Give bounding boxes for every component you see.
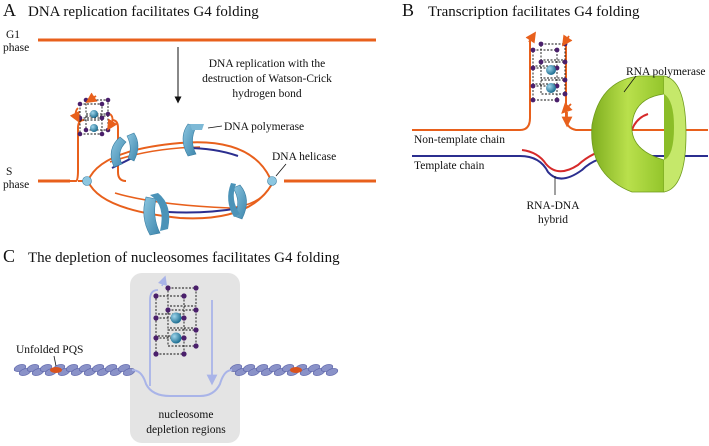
panel-a: A DNA replication facilitates G4 folding…: [3, 0, 376, 236]
nucleosome-array-left: [13, 364, 136, 376]
panel-c: C The depletion of nucleosomes facilitat…: [3, 246, 340, 443]
hybrid-label-1: RNA-DNA: [526, 200, 580, 212]
s-phase-label-2: phase: [3, 179, 29, 191]
s-phase-label-1: S: [6, 166, 12, 178]
rna-polymerase-icon: [591, 75, 687, 193]
panel-a-title: DNA replication facilitates G4 folding: [28, 4, 259, 20]
dna-helicase-icon: [82, 176, 92, 186]
panel-b: B Transcription facilitates G4 folding R…: [402, 0, 708, 226]
nontemplate-label: Non-template chain: [414, 134, 505, 146]
panel-c-title: The depletion of nucleosomes facilitates…: [28, 250, 340, 266]
g4-quadruplex-icon: [153, 275, 199, 357]
arrow-caption-2: destruction of Watson-Crick: [202, 73, 332, 85]
hybrid-label-2: hybrid: [538, 214, 568, 226]
nucleosome-array-right: [229, 364, 339, 376]
unfolded-pqs-label: Unfolded PQS: [16, 344, 83, 356]
dna-polymerase-label: DNA polymerase: [224, 121, 304, 133]
unfolded-pqs-mark: [50, 367, 62, 373]
dna-polymerase-icon: [228, 183, 247, 220]
g1-phase-label-2: phase: [3, 42, 29, 54]
unfolded-pqs-mark: [290, 367, 302, 373]
dna-helicase-label: DNA helicase: [272, 151, 336, 163]
g1-phase-label-1: G1: [6, 29, 20, 41]
g4-quadruplex-icon: [525, 31, 573, 128]
bubble-bottom-strand: [87, 180, 273, 220]
nontemplate-strand-left: [412, 40, 531, 131]
panel-b-title: Transcription facilitates G4 folding: [428, 4, 640, 20]
panel-a-letter: A: [3, 0, 16, 20]
dna-polymerase-icon: [110, 132, 139, 168]
ndr-label-2: depletion regions: [146, 424, 226, 436]
template-label: Template chain: [414, 160, 485, 172]
g4-quadruplex-icon: [69, 92, 118, 137]
rna-polymerase-label: RNA polymerase: [626, 66, 706, 78]
nucleosome-icon: [325, 368, 339, 376]
dna-polymerase-icon: [182, 123, 204, 157]
bubble-top-strand: [87, 141, 271, 182]
dna-polymerase-icon: [143, 193, 170, 236]
g4-strand-left: [70, 119, 85, 182]
ndr-strand-bottom: [131, 369, 233, 397]
panel-b-letter: B: [402, 0, 414, 20]
rna-transcript: [521, 113, 649, 173]
panel-c-letter: C: [3, 246, 15, 266]
dna-helicase-icon: [267, 176, 277, 186]
nascent-strand-bottom: [167, 207, 241, 214]
arrow-caption-1: DNA replication with the: [209, 58, 326, 70]
arrow-caption-3: hydrogen bond: [232, 88, 302, 100]
ndr-label-1: nucleosome: [159, 409, 214, 421]
